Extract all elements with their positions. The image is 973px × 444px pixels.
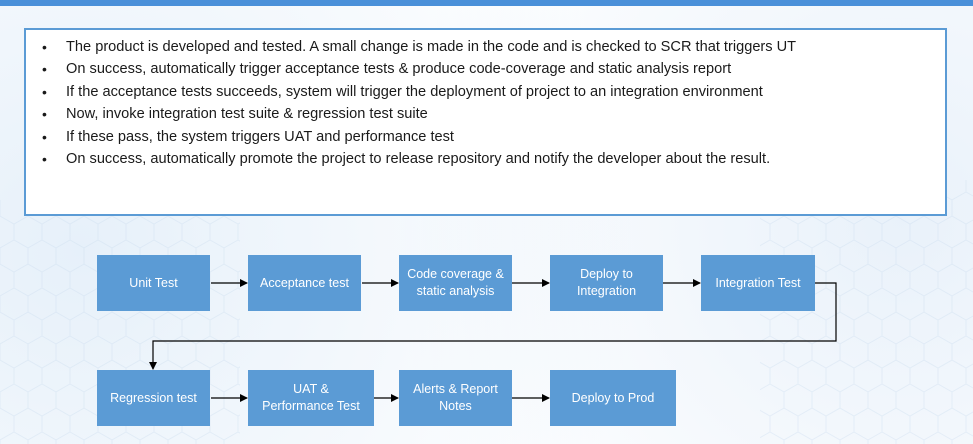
bullet-item: • The product is developed and tested. A …: [38, 36, 933, 58]
node-alerts-report: Alerts & Report Notes: [399, 370, 512, 426]
bullet-text: On success, automatically trigger accept…: [66, 61, 732, 78]
bullet-dot: •: [42, 128, 47, 145]
bullet-item: • If the acceptance tests succeeds, syste…: [38, 81, 933, 103]
bullet-item: • Now, invoke integration test suite & re…: [38, 103, 933, 125]
bullet-text: On success, automatically promote the pr…: [66, 151, 771, 168]
bullet-text: If these pass, the system triggers UAT a…: [66, 128, 454, 145]
bullet-item: • On success, automatically trigger accep…: [38, 58, 933, 80]
node-uat-performance: UAT & Performance Test: [248, 370, 374, 426]
bullet-dot: •: [42, 61, 47, 78]
node-integration-test: Integration Test: [701, 255, 815, 311]
node-code-coverage: Code coverage & static analysis: [399, 255, 512, 311]
node-unit-test: Unit Test: [97, 255, 210, 311]
bullet-list: • The product is developed and tested. A …: [38, 36, 933, 170]
bullet-item: • On success, automatically promote the p…: [38, 148, 933, 170]
node-deploy-integration: Deploy to Integration: [550, 255, 663, 311]
bullet-item: • If these pass, the system triggers UAT …: [38, 126, 933, 148]
node-deploy-prod: Deploy to Prod: [550, 370, 676, 426]
bullet-dot: •: [42, 106, 47, 123]
node-regression-test: Regression test: [97, 370, 210, 426]
description-box: • The product is developed and tested. A …: [24, 28, 947, 216]
node-acceptance-test: Acceptance test: [248, 255, 361, 311]
top-accent-bar: [0, 0, 973, 6]
bullet-dot: •: [42, 39, 47, 55]
arrow-integration-to-regression: [149, 282, 837, 370]
bullet-text: The product is developed and tested. A s…: [66, 39, 797, 55]
bullet-dot: •: [42, 151, 47, 168]
bullet-text: If the acceptance tests succeeds, system…: [66, 83, 763, 100]
bullet-text: Now, invoke integration test suite & reg…: [66, 106, 428, 123]
bullet-dot: •: [42, 83, 47, 100]
